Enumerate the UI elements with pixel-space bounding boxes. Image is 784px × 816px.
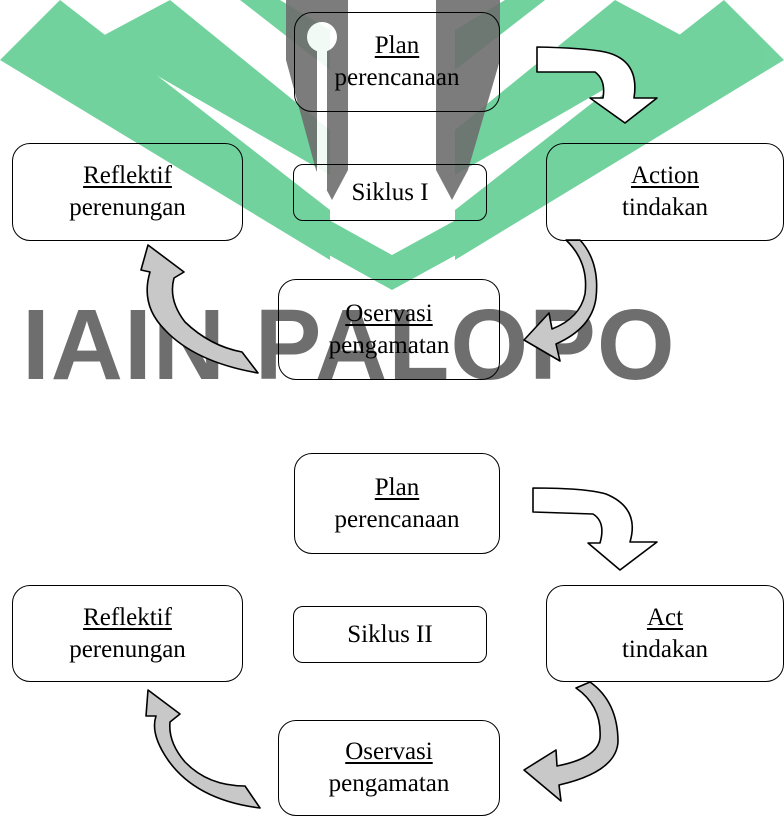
reflect-title: Reflektif xyxy=(83,162,172,189)
reflect-subtitle: perenungan xyxy=(69,635,186,663)
plan-box-cycle-1: Plan perencanaan xyxy=(294,12,500,112)
reflect-box-cycle-2: Reflektif perenungan xyxy=(12,585,243,682)
reflect-subtitle: perenungan xyxy=(69,194,186,221)
action-subtitle: tindakan xyxy=(621,194,709,221)
watermark-text: IAIN PALOPO xyxy=(0,290,784,400)
watermark-text-content: IAIN PALOPO xyxy=(22,289,676,401)
action-box-cycle-2: Act tindakan xyxy=(546,585,784,682)
arrow-action-to-observe-2 xyxy=(523,681,619,802)
plan-subtitle: perencanaan xyxy=(334,505,460,533)
action-box-cycle-1: Action tindakan xyxy=(546,143,784,241)
cycle-label-box-1: Siklus I xyxy=(293,164,487,221)
plan-title: Plan xyxy=(374,473,420,501)
arrow-action-to-observe-1 xyxy=(523,239,598,362)
observe-subtitle: pengamatan xyxy=(328,770,450,797)
arrow-plan-to-action-1 xyxy=(536,46,658,124)
plan-box-cycle-2: Plan perencanaan xyxy=(294,453,500,554)
cycle-label: Siklus I xyxy=(351,178,429,206)
arrow-observe-to-reflect-2 xyxy=(145,689,261,809)
plan-subtitle: perencanaan xyxy=(334,64,460,91)
reflect-title: Reflektif xyxy=(83,603,172,631)
observe-box-cycle-2: Oservasi pengamatan xyxy=(278,720,500,816)
observe-box-cycle-1: Oservasi pengamatan xyxy=(278,279,500,380)
action-title: Action xyxy=(630,162,700,189)
cycle-label: Siklus II xyxy=(347,620,433,648)
reflect-box-cycle-1: Reflektif perenungan xyxy=(12,143,243,241)
plan-title: Plan xyxy=(374,32,420,59)
arrow-plan-to-action-2 xyxy=(532,487,658,571)
observe-subtitle: pengamatan xyxy=(328,331,450,359)
action-subtitle: tindakan xyxy=(621,635,709,663)
observe-title: Oservasi xyxy=(345,738,433,765)
cycle-label-box-2: Siklus II xyxy=(293,606,487,663)
observe-title: Oservasi xyxy=(345,299,433,327)
arrow-observe-to-reflect-1 xyxy=(140,244,259,374)
action-title: Act xyxy=(646,603,684,631)
